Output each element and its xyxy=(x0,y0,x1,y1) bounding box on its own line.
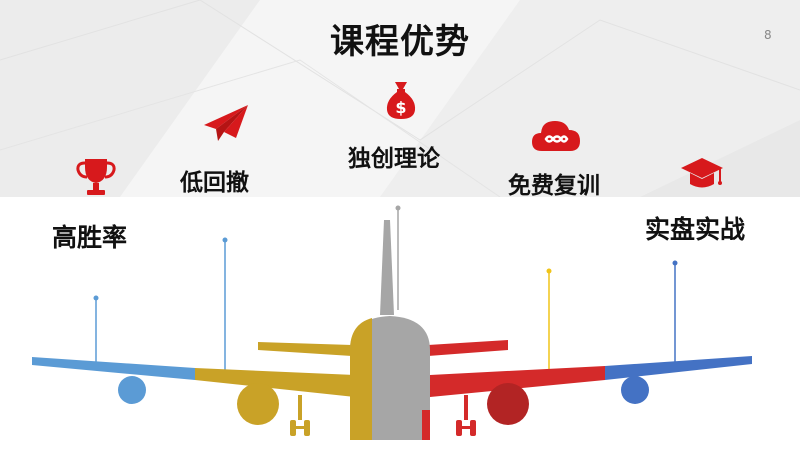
feature-label-high-win-rate: 高胜率 xyxy=(52,223,128,252)
fuselage-right-edge xyxy=(422,410,430,440)
background-band xyxy=(0,0,800,197)
right-gear-strut xyxy=(464,395,468,420)
infinity-cloud-icon xyxy=(532,121,580,151)
callout-dot-2 xyxy=(222,237,228,243)
paper-plane-icon xyxy=(204,105,248,141)
right-wing-outer xyxy=(605,356,752,380)
engine-1 xyxy=(118,376,146,404)
left-wing-inner xyxy=(195,368,355,397)
engine-2 xyxy=(237,383,279,425)
feature-label-low-drawdown: 低回撤 xyxy=(180,170,249,196)
right-stabilizer xyxy=(428,340,508,356)
fuselage-left-stripe xyxy=(350,318,372,440)
feature-label-live-trading: 实盘实战 xyxy=(645,215,746,244)
svg-text:$: $ xyxy=(395,98,406,117)
left-gear-strut xyxy=(298,395,302,420)
graduation-cap-icon xyxy=(681,158,723,188)
right-wing-inner xyxy=(430,366,605,397)
money-bag-icon: $ xyxy=(386,82,416,119)
callout-dot-5 xyxy=(672,260,678,266)
trophy-icon xyxy=(76,159,116,195)
page-number: 8 xyxy=(764,28,772,42)
page-title: 课程优势 xyxy=(330,22,470,62)
feature-label-original-theory: 独创理论 xyxy=(348,146,440,172)
left-stabilizer xyxy=(258,342,352,356)
engine-3 xyxy=(487,383,529,425)
engine-4 xyxy=(621,376,649,404)
callout-dot-3 xyxy=(395,205,401,211)
callout-dot-1 xyxy=(93,295,99,301)
feature-label-free-retraining: 免费复训 xyxy=(508,173,600,199)
callout-dot-4 xyxy=(546,268,552,274)
tail-fin xyxy=(380,220,394,315)
left-wing-outer xyxy=(32,357,195,380)
background-polygons xyxy=(0,0,800,197)
fuselage-left-edge xyxy=(353,410,358,440)
nose-gear-strut xyxy=(388,412,391,432)
